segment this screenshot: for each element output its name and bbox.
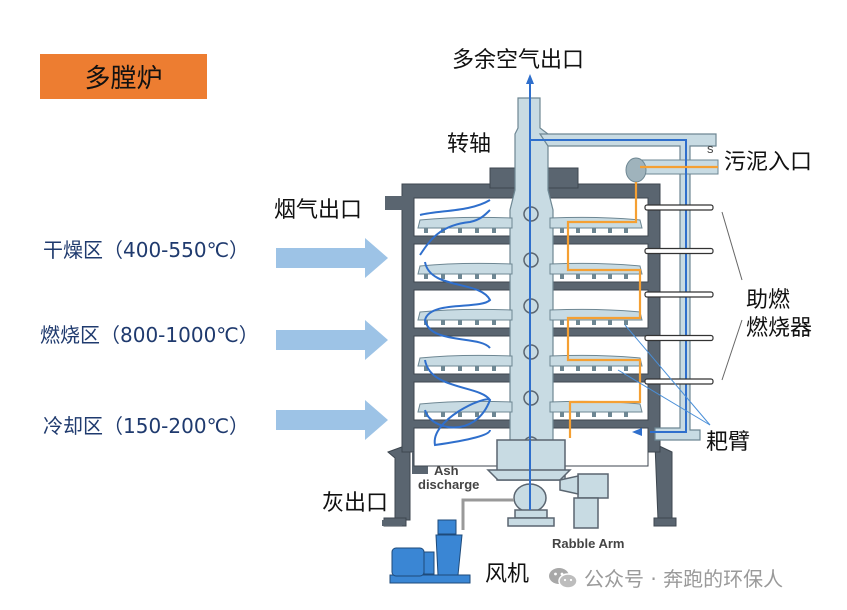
auxiliary-burner	[644, 291, 714, 298]
rabble-tooth	[624, 320, 628, 325]
auxiliary-burner	[644, 247, 714, 255]
diagram-title: 多膛炉	[40, 54, 207, 99]
rabble-tooth	[608, 412, 612, 417]
rabble-tooth	[458, 320, 462, 325]
auxiliary-burner-label-line1: 助燃	[746, 288, 791, 313]
zone-label-cooling: 冷却区（150-200℃）	[43, 414, 250, 438]
auxiliary-burner	[644, 204, 714, 211]
rabble-tooth	[441, 366, 445, 371]
rabble-tooth	[560, 274, 564, 279]
rabble-tooth	[475, 366, 479, 371]
excess-air-outlet-label: 多余空气出口	[452, 48, 585, 73]
rabble-tooth	[624, 366, 628, 371]
rotating-shaft-label: 转轴	[447, 132, 492, 157]
rabble-arm-left	[417, 262, 513, 275]
rabble-tooth	[592, 320, 596, 325]
zone-arrows	[276, 238, 388, 440]
rabble-tooth	[458, 274, 462, 279]
rabble-tooth	[492, 228, 496, 233]
watermark-text: 公众号 · 奔跑的环保人	[584, 567, 784, 591]
sludge-flow-lines	[566, 165, 718, 438]
rabble-arm-label-cn: 耙臂	[706, 430, 751, 455]
rabble-tooth	[492, 366, 496, 371]
rabble-tooth	[624, 274, 628, 279]
rabble-tooth	[475, 274, 479, 279]
rabble-tooth	[441, 412, 445, 417]
rabble-tooth	[560, 412, 564, 417]
auxiliary-burner	[644, 334, 714, 342]
rabble-tooth	[458, 412, 462, 417]
zone-label-drying: 干燥区（400-550℃）	[43, 238, 250, 262]
zone-label-combustion: 燃烧区（800-1000℃）	[40, 323, 259, 347]
rabble-tooth	[424, 366, 428, 371]
shaft-drive	[461, 439, 572, 530]
wechat-icon	[549, 567, 578, 589]
rabble-arm-right	[549, 262, 643, 275]
rabble-tooth	[441, 320, 445, 325]
zone-arrow	[276, 320, 388, 360]
rabble-tooth	[441, 274, 445, 279]
rabble-tooth	[608, 274, 612, 279]
zone-arrow	[276, 238, 388, 278]
rabble-tooth	[424, 274, 428, 279]
ash-discharge-label-line1: Ash	[434, 463, 459, 478]
rabble-tooth	[608, 228, 612, 233]
rabble-tooth	[475, 412, 479, 417]
zone-arrow	[276, 400, 388, 440]
air-flow-lines	[419, 74, 687, 480]
rabble-tooth	[492, 274, 496, 279]
rabble-arm-label-en: Rabble Arm	[552, 536, 625, 551]
rabble-tooth	[592, 274, 596, 279]
fan-label: 风机	[485, 562, 530, 587]
rabble-tooth	[458, 228, 462, 233]
ash-outlet-slab	[382, 520, 402, 526]
sludge-tag: s	[707, 141, 714, 156]
rabble-arm-left	[417, 354, 513, 367]
rabble-tooth	[576, 228, 580, 233]
rabble-tooth	[592, 228, 596, 233]
rabble-arm-motor	[559, 473, 609, 529]
auxiliary-burner-label-line2: 燃烧器	[746, 316, 813, 341]
auxiliary-burners	[644, 204, 714, 385]
rabble-arm-left	[417, 308, 513, 321]
sludge-inlet-label: 污泥入口	[724, 150, 813, 175]
rabble-tooth	[475, 228, 479, 233]
auxiliary-burner	[644, 378, 714, 385]
rabble-tooth	[592, 366, 596, 371]
rabble-tooth	[492, 412, 496, 417]
rabble-tooth	[424, 228, 428, 233]
rabble-tooth	[576, 274, 580, 279]
fan-unit	[389, 519, 471, 584]
leader-lines	[617, 211, 743, 426]
flue-gas-outlet-label: 烟气出口	[274, 198, 363, 223]
rabble-tooth	[608, 320, 612, 325]
rabble-tooth	[475, 320, 479, 325]
rabble-tooth	[624, 228, 628, 233]
ash-outlet-label: 灰出口	[322, 491, 389, 516]
watermark: 公众号 · 奔跑的环保人	[548, 563, 783, 592]
rabble-tooth	[492, 320, 496, 325]
rabble-tooth	[624, 412, 628, 417]
rabble-tooth	[560, 366, 564, 371]
rabble-tooth	[576, 412, 580, 417]
rabble-tooth	[608, 366, 612, 371]
rabble-tooth	[576, 366, 580, 371]
rabble-tooth	[592, 412, 596, 417]
rabble-tooth	[560, 228, 564, 233]
rabble-tooth	[576, 320, 580, 325]
rabble-tooth	[560, 320, 564, 325]
rabble-tooth	[458, 366, 462, 371]
ash-discharge-label-line2: discharge	[418, 477, 480, 492]
